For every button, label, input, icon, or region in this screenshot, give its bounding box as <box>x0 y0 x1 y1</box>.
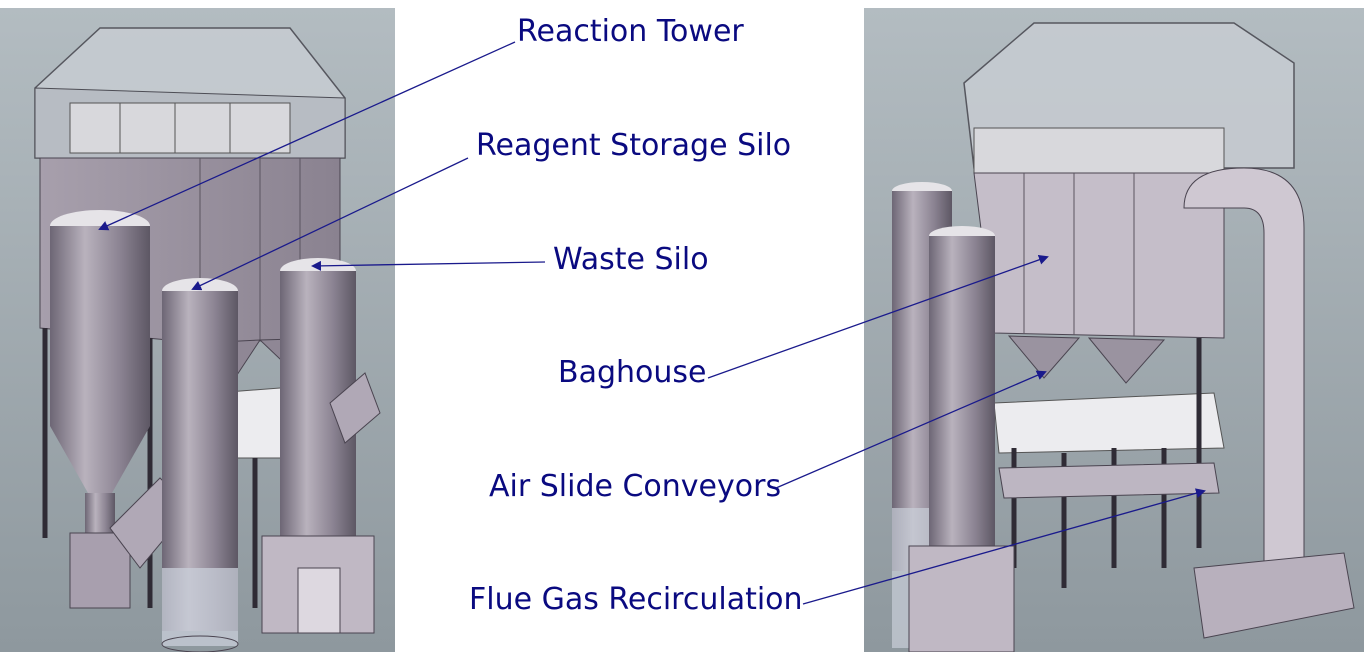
right-render-image <box>864 8 1364 652</box>
leader-reaction-tower <box>98 41 516 231</box>
leader-baghouse <box>707 254 1049 379</box>
label-baghouse: Baghouse <box>558 355 707 390</box>
left-render-image <box>0 8 395 652</box>
leader-waste-silo <box>311 260 546 271</box>
label-flue-gas-recirculation: Flue Gas Recirculation <box>469 582 803 617</box>
label-reagent-storage-silo: Reagent Storage Silo <box>476 128 792 163</box>
left-render-view <box>0 8 395 652</box>
leader-reagent-storage-silo <box>191 157 469 291</box>
leader-flue-gas-recirculation <box>802 488 1206 605</box>
leader-air-slide-conveyors <box>775 370 1047 489</box>
right-render-view <box>864 8 1364 652</box>
label-waste-silo: Waste Silo <box>553 242 709 277</box>
label-reaction-tower: Reaction Tower <box>517 14 744 49</box>
label-air-slide-conveyors: Air Slide Conveyors <box>489 469 782 504</box>
